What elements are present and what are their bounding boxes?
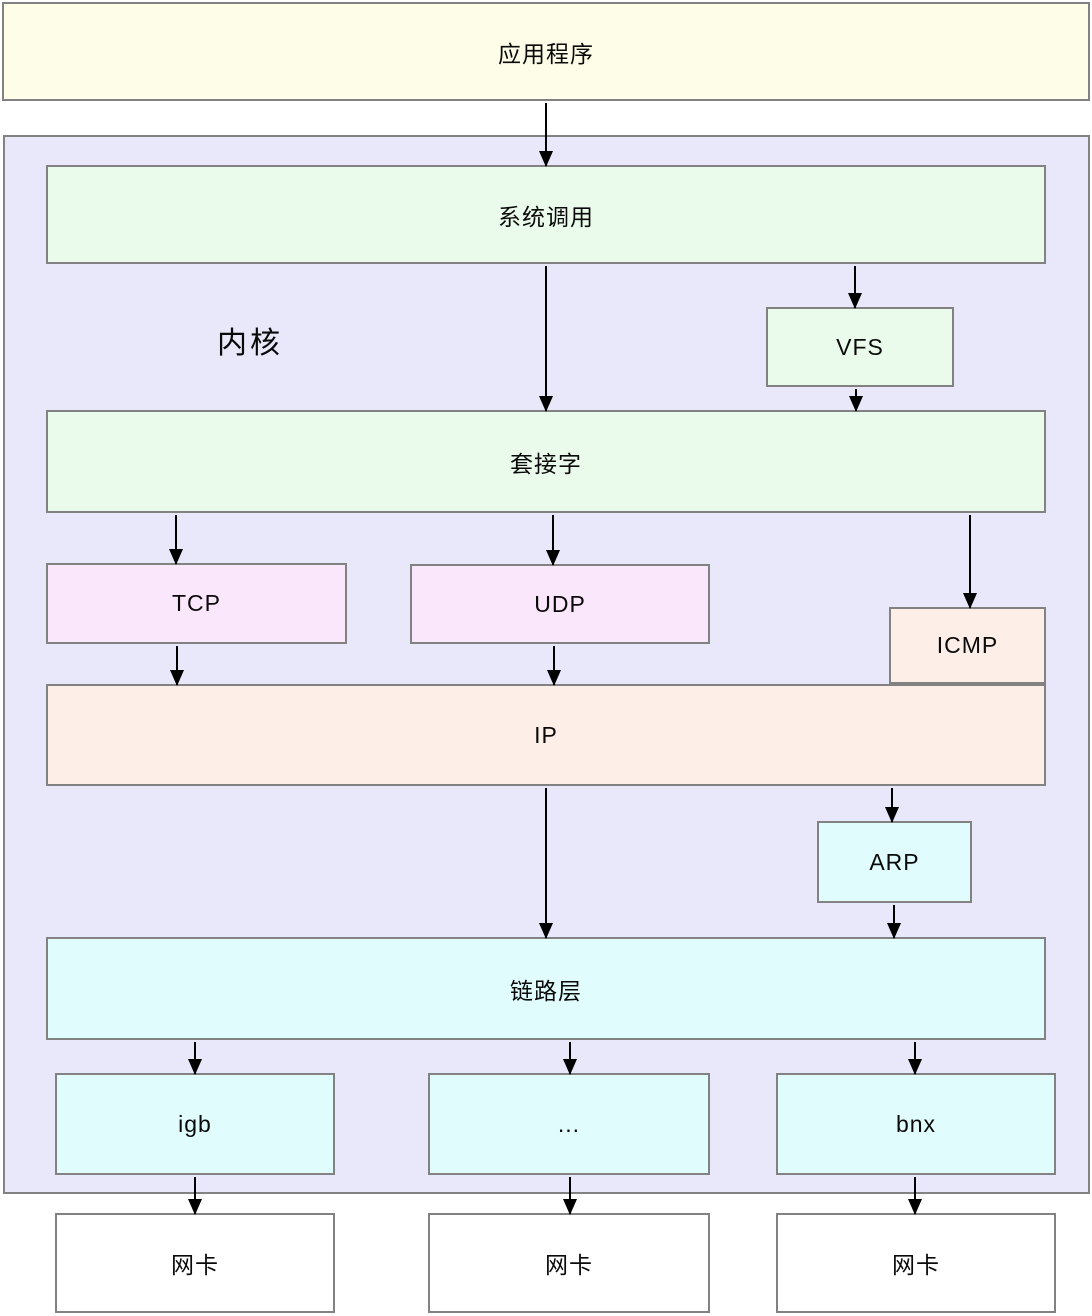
node-icmp: ICMP [889,607,1046,684]
node-nic-2: 网卡 [428,1213,710,1313]
node-application-label: 应用程序 [498,40,594,67]
node-tcp-label: TCP [172,590,221,616]
node-arp: ARP [817,821,972,903]
node-tcp: TCP [46,563,347,644]
node-socket-label: 套接字 [510,450,582,477]
node-vfs-label: VFS [836,333,884,360]
node-driver-igb: igb [55,1073,335,1175]
node-nic-3-label: 网卡 [892,1252,940,1278]
node-driver-bnx-label: bnx [895,1110,937,1137]
node-system-call-label: 系统调用 [498,203,594,230]
node-socket: 套接字 [46,410,1046,513]
node-driver-igb-label: igb [178,1110,212,1137]
node-vfs: VFS [766,307,954,387]
node-ip: IP [46,684,1046,786]
node-nic-1: 网卡 [55,1213,335,1313]
node-driver-ellipsis: ... [428,1073,710,1175]
node-link-layer-label: 链路层 [510,977,582,1004]
node-system-call: 系统调用 [46,165,1046,264]
node-udp-label: UDP [534,590,586,617]
node-driver-ellipsis-label: ... [557,1110,581,1137]
node-icmp-label: ICMP [936,632,999,658]
node-nic-3: 网卡 [776,1213,1056,1313]
kernel-label: 内核 [217,327,283,360]
node-link-layer: 链路层 [46,937,1046,1040]
node-nic-1-label: 网卡 [171,1252,219,1278]
node-udp: UDP [410,564,710,644]
node-ip-label: IP [534,721,558,748]
node-nic-2-label: 网卡 [545,1252,593,1278]
node-application: 应用程序 [2,2,1090,101]
node-arp-label: ARP [869,848,920,875]
node-driver-bnx: bnx [776,1073,1056,1175]
